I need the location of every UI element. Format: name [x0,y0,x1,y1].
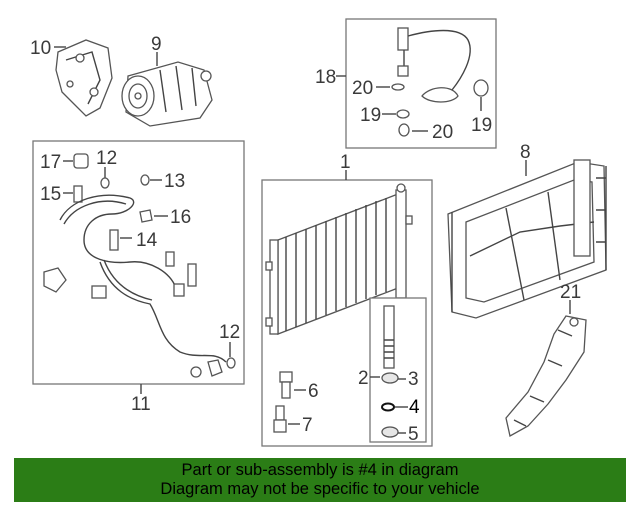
callout-13: 13 [164,171,185,192]
callout-21: 21 [560,282,581,303]
callout-19a: 19 [360,105,381,126]
part-13-o-ring [140,174,150,186]
callout-10: 10 [30,38,51,59]
part-5-cap [381,426,399,438]
banner-line-1: Part or sub-assembly is #4 in diagram [181,461,459,479]
part-12-o-ring [226,357,236,369]
callout-12a: 12 [96,148,117,169]
part-16-clip [139,209,153,223]
part-18-group-box [345,18,497,149]
callout-17: 17 [40,152,61,173]
part-12-o-ring [100,177,110,189]
callout-15: 15 [40,184,61,205]
info-banner: Part or sub-assembly is #4 in diagram Di… [14,458,626,502]
callout-9: 9 [151,34,162,55]
callout-20b: 20 [432,122,453,143]
part-4-o-ring [381,402,395,412]
part-15-valve [73,185,83,203]
callout-19b: 19 [471,115,492,136]
part-6-sensor [279,371,293,399]
exploded-parts-diagram: 10 9 18 20 19 20 19 17 12 13 15 1 [30,18,607,447]
callout-16: 16 [170,207,191,228]
callout-11: 11 [131,394,151,415]
callout-5: 5 [408,424,419,445]
callout-6: 6 [308,381,319,402]
callout-8: 8 [520,142,531,163]
callout-18: 18 [315,67,336,88]
callout-1: 1 [340,152,351,173]
part-10-bracket [55,39,113,117]
callout-12b: 12 [219,322,240,343]
banner-line-2: Diagram may not be specific to your vehi… [160,480,480,498]
part-21-air-deflector [505,315,587,437]
callout-20a: 20 [352,78,373,99]
part-19-o-ring [473,79,489,97]
part-19-o-ring [396,109,410,119]
part-2-drier-cartridge [383,305,395,369]
part-1-subgroup-box [369,297,427,443]
callout-7: 7 [302,415,313,436]
callout-14: 14 [136,230,158,251]
callout-2: 2 [358,368,369,389]
part-17-cap [73,153,89,169]
part-20-o-ring [398,123,410,137]
part-14-fitting [109,229,119,251]
callout-4: 4 [409,397,420,418]
part-20-o-ring [391,83,405,91]
part-7-sensor [273,405,287,433]
callout-3: 3 [408,369,419,390]
part-1-condenser [265,183,413,335]
part-3-plug [381,372,399,384]
part-9-compressor [121,61,213,127]
part-18-hose [397,27,471,103]
part-11-hose-assembly [43,194,227,378]
part-8-radiator-support [447,159,607,319]
